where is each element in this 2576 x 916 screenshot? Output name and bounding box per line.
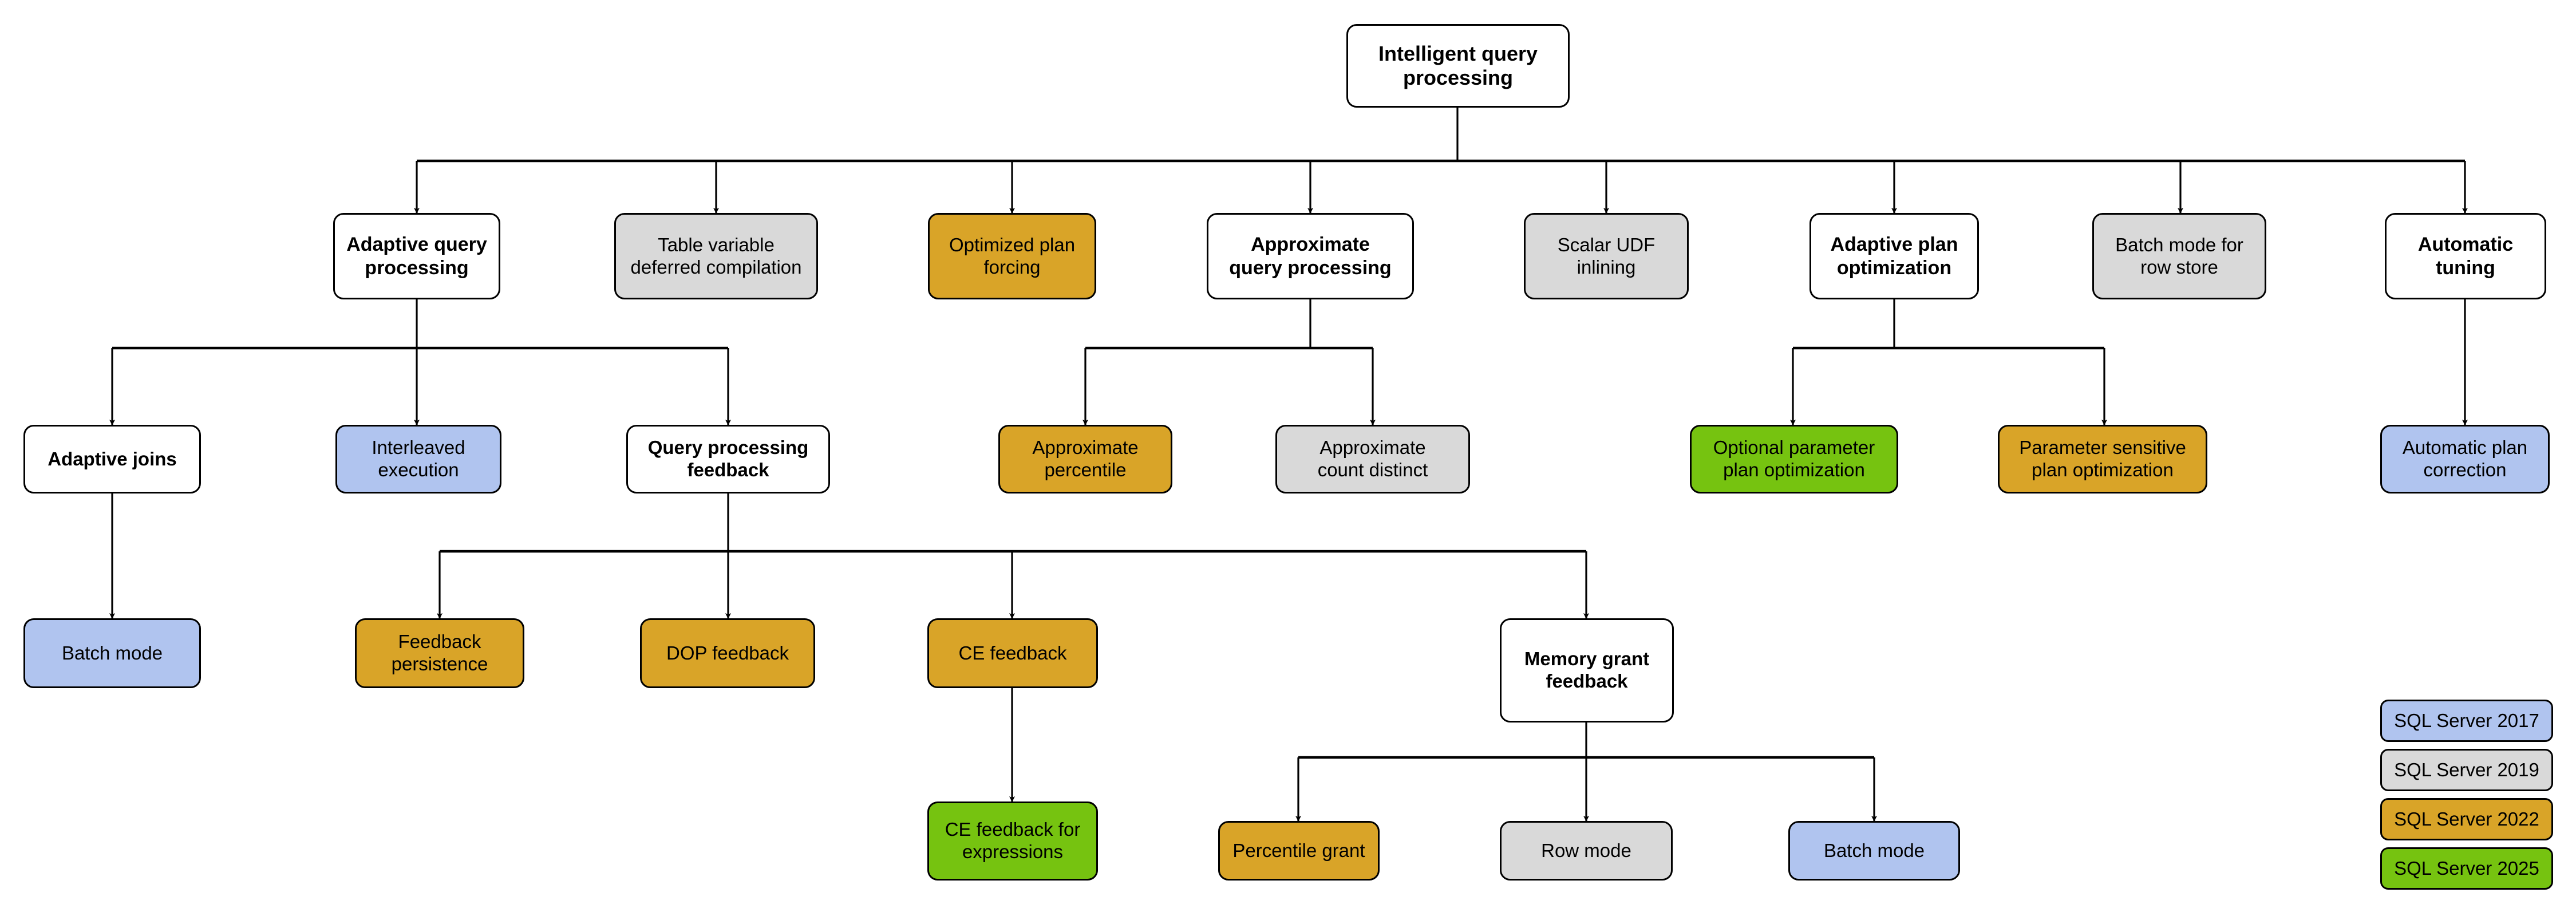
node-ce-feedback[interactable]: CE feedback xyxy=(927,618,1098,688)
node-row-mode[interactable]: Row mode xyxy=(1500,821,1673,881)
node-interleaved-execution[interactable]: Interleaved execution xyxy=(335,425,501,493)
node-adaptive-joins[interactable]: Adaptive joins xyxy=(23,425,201,493)
node-feedback-persistence[interactable]: Feedback persistence xyxy=(355,618,524,688)
node-label: Intelligent query processing xyxy=(1378,41,1538,89)
node-label: DOP feedback xyxy=(666,642,789,664)
node-label: CE feedback xyxy=(958,642,1067,664)
node-label: CE feedback for expressions xyxy=(945,819,1081,862)
node-label: Batch mode for row store xyxy=(2115,234,2243,278)
node-label: Adaptive joins xyxy=(48,448,177,469)
legend-item-sql-server-2025[interactable]: SQL Server 2025 xyxy=(2380,847,2553,890)
node-label: Approximate percentile xyxy=(1032,437,1139,480)
legend-item-label: SQL Server 2022 xyxy=(2394,808,2539,830)
node-label: Memory grant feedback xyxy=(1524,648,1650,692)
node-batch-mode-adaptive-joins[interactable]: Batch mode xyxy=(23,618,201,688)
node-label: Batch mode xyxy=(61,642,163,664)
node-label: Percentile grant xyxy=(1232,839,1365,861)
node-query-processing-feedback[interactable]: Query processing feedback xyxy=(626,425,830,493)
legend-item-sql-server-2022[interactable]: SQL Server 2022 xyxy=(2380,798,2553,840)
node-label: Adaptive plan optimization xyxy=(1830,234,1958,279)
node-batch-mode-memory-grant[interactable]: Batch mode xyxy=(1788,821,1960,881)
node-label: Automatic tuning xyxy=(2417,234,2514,279)
node-label: Optimized plan forcing xyxy=(949,234,1076,278)
legend-item-label: SQL Server 2019 xyxy=(2394,759,2539,780)
node-label: Automatic plan correction xyxy=(2402,437,2528,480)
node-label: Interleaved execution xyxy=(372,437,465,480)
node-optional-parameter-plan-optimization[interactable]: Optional parameter plan optimization xyxy=(1690,425,1898,493)
node-adaptive-query-processing[interactable]: Adaptive query processing xyxy=(333,213,500,299)
legend: SQL Server 2017 SQL Server 2019 SQL Serv… xyxy=(2380,700,2553,897)
node-memory-grant-feedback[interactable]: Memory grant feedback xyxy=(1500,618,1674,722)
node-label: Batch mode xyxy=(1823,839,1925,861)
node-label: Approximate query processing xyxy=(1229,234,1392,279)
node-label: Approximate count distinct xyxy=(1317,437,1428,480)
node-percentile-grant[interactable]: Percentile grant xyxy=(1218,821,1380,881)
legend-item-label: SQL Server 2017 xyxy=(2394,709,2539,731)
node-batch-mode-for-row-store[interactable]: Batch mode for row store xyxy=(2092,213,2266,299)
legend-item-label: SQL Server 2025 xyxy=(2394,857,2539,879)
node-label: Parameter sensitive plan optimization xyxy=(2019,437,2186,480)
node-label: Row mode xyxy=(1541,839,1631,861)
node-approximate-count-distinct[interactable]: Approximate count distinct xyxy=(1275,425,1470,493)
node-approximate-percentile[interactable]: Approximate percentile xyxy=(998,425,1172,493)
node-scalar-udf-inlining[interactable]: Scalar UDF inlining xyxy=(1524,213,1689,299)
node-intelligent-query-processing[interactable]: Intelligent query processing xyxy=(1346,24,1570,108)
node-table-variable-deferred-compilation[interactable]: Table variable deferred compilation xyxy=(614,213,818,299)
node-label: Feedback persistence xyxy=(391,631,488,674)
node-label: Query processing feedback xyxy=(647,437,809,480)
node-ce-feedback-for-expressions[interactable]: CE feedback for expressions xyxy=(927,802,1098,881)
node-automatic-tuning[interactable]: Automatic tuning xyxy=(2385,213,2546,299)
node-label: Adaptive query processing xyxy=(346,234,487,279)
node-label: Table variable deferred compilation xyxy=(630,234,802,278)
legend-item-sql-server-2019[interactable]: SQL Server 2019 xyxy=(2380,749,2553,791)
node-parameter-sensitive-plan-optimization[interactable]: Parameter sensitive plan optimization xyxy=(1998,425,2207,493)
node-optimized-plan-forcing[interactable]: Optimized plan forcing xyxy=(928,213,1096,299)
node-automatic-plan-correction[interactable]: Automatic plan correction xyxy=(2380,425,2550,493)
node-label: Scalar UDF inlining xyxy=(1557,234,1656,278)
node-dop-feedback[interactable]: DOP feedback xyxy=(640,618,815,688)
legend-item-sql-server-2017[interactable]: SQL Server 2017 xyxy=(2380,700,2553,742)
node-adaptive-plan-optimization[interactable]: Adaptive plan optimization xyxy=(1809,213,1979,299)
node-approximate-query-processing[interactable]: Approximate query processing xyxy=(1207,213,1414,299)
node-label: Optional parameter plan optimization xyxy=(1713,437,1875,480)
